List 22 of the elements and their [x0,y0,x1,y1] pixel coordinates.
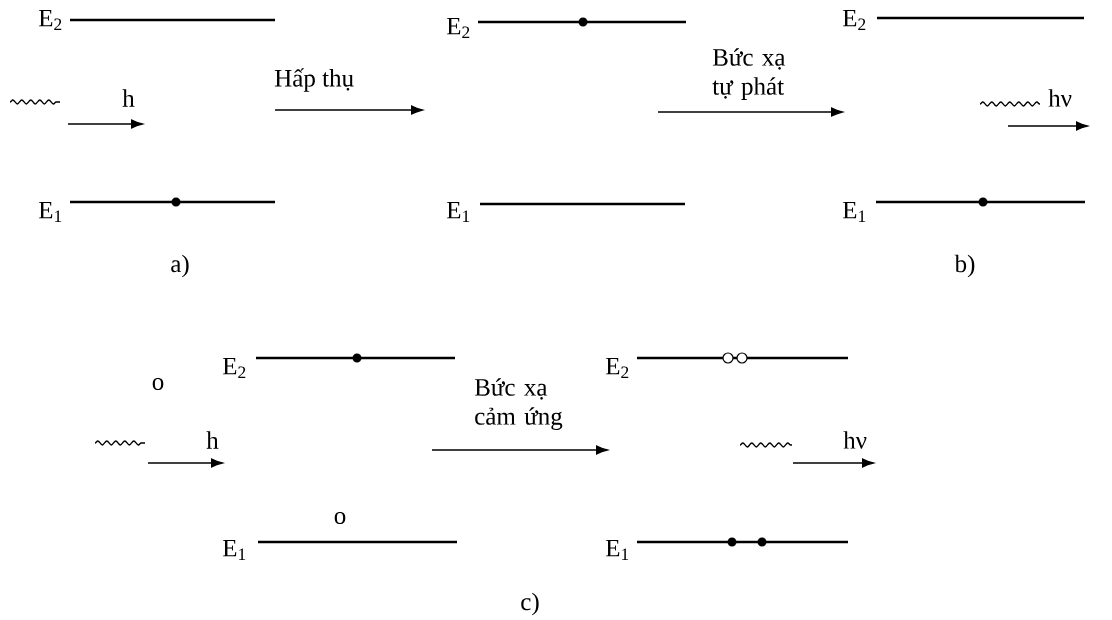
level-label: E$_{2}$ [842,9,866,31]
photon-label: hν [843,431,867,449]
panel-label: b) [954,254,975,278]
level-label: E$_{2}$ [38,9,62,31]
level-label: E$_{1}$ [605,539,629,561]
level-label: E$_{1}$ [446,201,470,223]
level-label: E$_{1}$ [222,539,246,561]
panel-label: a) [171,254,189,278]
level-label: E$_{1}$ [38,201,62,223]
panel-label: c) [521,592,539,616]
photon-label: hν [1048,89,1072,107]
level-label: E$_{2}$ [222,357,246,379]
level-label: E$_{2}$ [446,17,470,39]
photon-label: h [206,431,219,449]
level-label: E$_{1}$ [842,201,866,223]
transition-label: Hấp thụ [274,68,354,92]
transition-label: Bức xạ cảm ứng [474,378,563,430]
level-label: E$_{2}$ [605,357,629,379]
photon-label: h [122,89,135,107]
electron-vacancy-mark: o [152,378,164,390]
electron-vacancy-mark: o [334,512,346,524]
transition-label: Bức xạ tự phát [712,48,786,100]
